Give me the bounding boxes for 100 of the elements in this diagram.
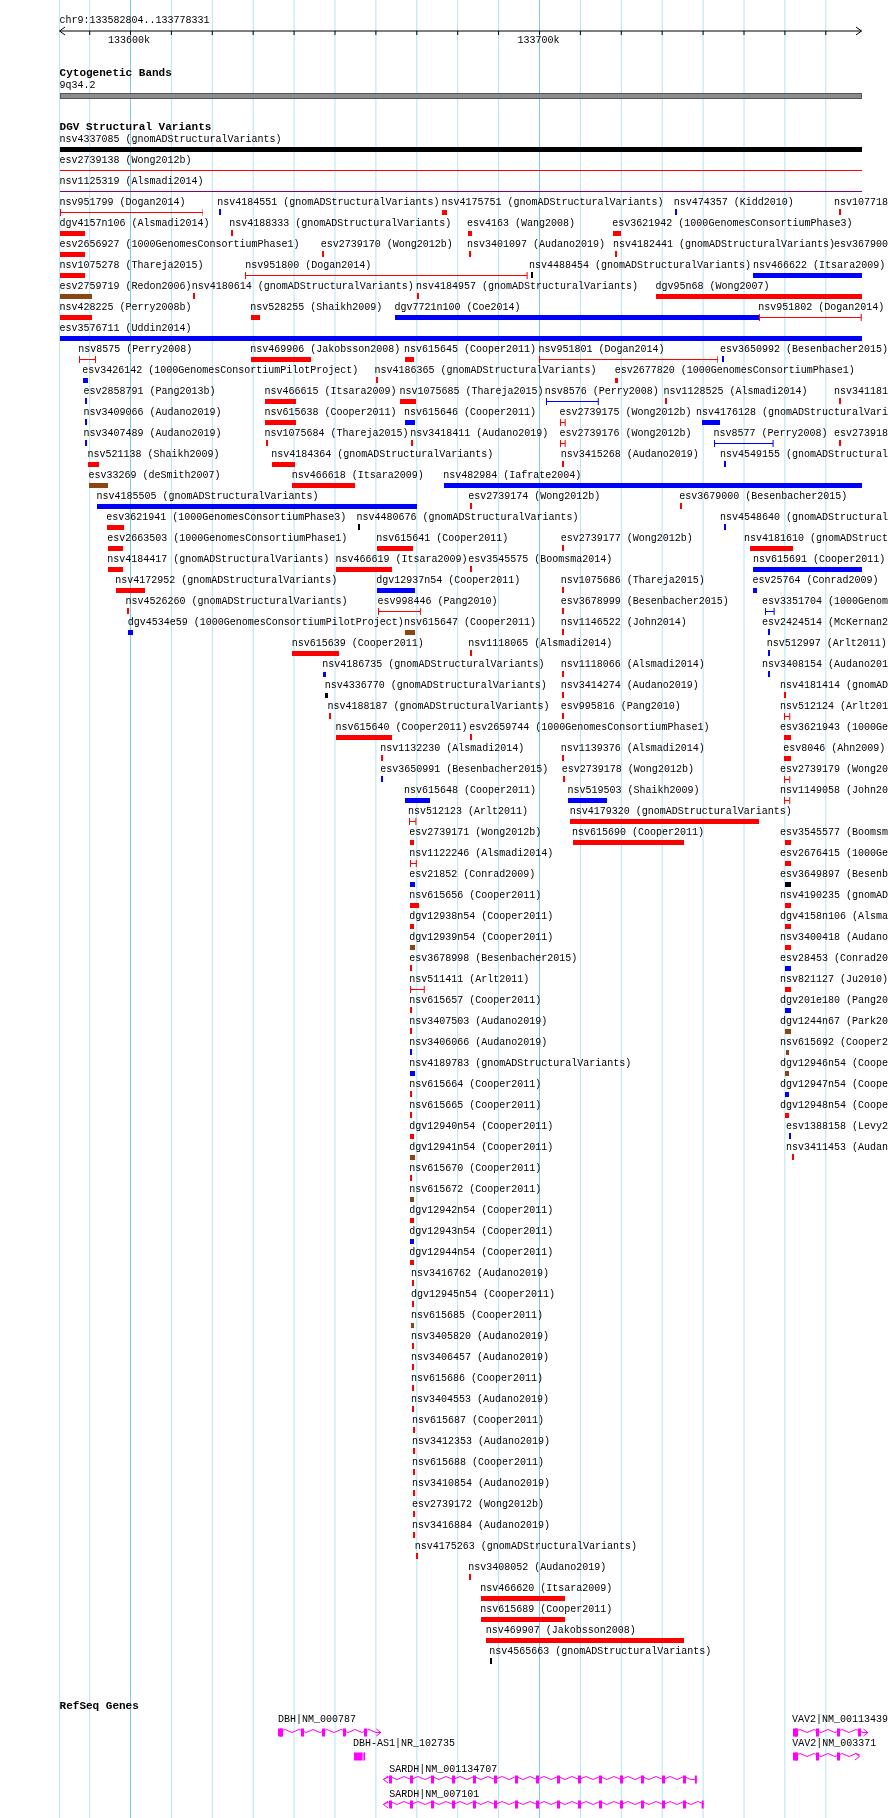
variant-label: nsv4190235 (gnomAD	[780, 889, 889, 902]
variant-label: dgv12944n54 (Cooper2011)	[409, 1246, 554, 1259]
variant-label: nsv615645 (Cooper2011)	[404, 343, 537, 356]
variant-label: esv2659744 (1000GenomesConsortiumPhase1)	[469, 721, 710, 734]
variant-label: nsv615657 (Cooper2011)	[409, 994, 542, 1007]
variant-label: esv21852 (Conrad2009)	[409, 868, 536, 881]
variant-label: esv8046 (Ahn2009)	[783, 742, 886, 755]
variant-label: nsv466615 (Itsara2009)	[264, 385, 397, 398]
variant-label: nsv466620 (Itsara2009)	[480, 1582, 613, 1595]
variant-label: dgv12945n54 (Cooper2011)	[410, 1288, 555, 1301]
variant-label: esv3621942 (1000GenomesConsortiumPhase3)	[612, 217, 853, 230]
gene-label: SARDH|NM_001134707	[389, 1764, 498, 1776]
coordinate-label: chr9:133582804..133778331	[59, 15, 210, 27]
variant-label: dgv12946n54 (Coope	[780, 1057, 889, 1070]
coordinate-label: 133700k	[517, 35, 560, 47]
variant-label: esv2739178 (Wong2012b)	[561, 763, 694, 776]
variant-label: nsv341181	[834, 385, 888, 398]
variant-label: nsv3416762 (Audano2019)	[410, 1267, 549, 1280]
variant-label: nsv1075684 (Thareja2015)	[264, 427, 409, 440]
variant-label: dgv4158n106 (Alsma	[780, 910, 889, 923]
variant-label: nsv615656 (Cooper2011)	[409, 889, 542, 902]
variant-label: esv1388158 (Levy2	[786, 1120, 889, 1133]
variant-label: nsv615638 (Cooper2011)	[264, 406, 397, 419]
variant-label: nsv615648 (Cooper2011)	[404, 784, 537, 797]
variant-label: nsv615688 (Cooper2011)	[412, 1456, 545, 1469]
variant-label: nsv107718	[834, 196, 888, 209]
variant-label: esv4163 (Wang2008)	[467, 217, 576, 230]
variant-label: nsv3404553 (Audano2019)	[410, 1393, 549, 1406]
variant-label: nsv4480676 (gnomADStructuralVariants)	[356, 511, 579, 524]
variant-label: dgv12943n54 (Cooper2011)	[409, 1225, 554, 1238]
variant-label: nsv951801 (Dogan2014)	[538, 343, 665, 356]
variant-label: esv3650991 (Besenbacher2015)	[380, 763, 549, 776]
variant-label: nsv4184957 (gnomADStructuralVariants)	[416, 280, 639, 293]
variant-label: nsv1125319 (Alsmadi2014)	[59, 175, 204, 188]
variant-label: dgv4157n106 (Alsmadi2014)	[59, 217, 210, 230]
variant-label: nsv4180614 (gnomADStructuralVariants)	[191, 280, 414, 293]
variant-label: nsv3406457 (Audano2019)	[410, 1351, 549, 1364]
variant-label: esv3679000 (Besenbacher2015)	[679, 490, 848, 503]
variant-label: esv2739171 (Wong2012b)	[409, 826, 542, 839]
variant-label: nsv3407503 (Audano2019)	[409, 1015, 548, 1028]
gene-label: VAV2|NM_003371	[792, 1738, 877, 1750]
variant-label: nsv4186735 (gnomADStructuralVariants)	[322, 658, 545, 671]
variant-label: nsv3411453 (Audan	[786, 1141, 889, 1154]
variant-label: nsv1146522 (John2014)	[560, 616, 687, 629]
variant-label: esv33269 (deSmith2007)	[88, 469, 221, 482]
variant-label: nsv3407489 (Audano2019)	[83, 427, 222, 440]
variant-label: nsv4189783 (gnomADStructuralVariants)	[409, 1057, 632, 1070]
variant-label: dgv12947n54 (Coope	[780, 1078, 889, 1091]
variant-label: nsv1075278 (Thareja2015)	[59, 259, 204, 272]
variant-label: dgv12941n54 (Cooper2011)	[409, 1141, 554, 1154]
variant-label: dgv95n68 (Wong2007)	[655, 280, 770, 293]
variant-label: nsv469907 (Jakobsson2008)	[485, 1624, 636, 1637]
variant-label: nsv512997 (Arlt2011)	[766, 637, 887, 650]
variant-label: esv3678999 (Besenbacher2015)	[560, 595, 729, 608]
variant-label: esv2676415 (1000Ge	[780, 847, 889, 860]
variant-label: nsv4179320 (gnomADStructuralVariants)	[569, 805, 792, 818]
variant-label: dgv12937n54 (Cooper2011)	[376, 574, 521, 587]
variant-label: nsv615664 (Cooper2011)	[409, 1078, 542, 1091]
variant-label: nsv4188187 (gnomADStructuralVariants)	[327, 700, 550, 713]
variant-label: nsv4337085 (gnomADStructuralVariants)	[59, 133, 282, 146]
variant-label: nsv4184364 (gnomADStructuralVariants)	[271, 448, 494, 461]
variant-label: nsv4181414 (gnomAD	[780, 679, 889, 692]
variant-label: nsv4565663 (gnomADStructuralVariants)	[489, 1645, 712, 1658]
variant-label: esv2739138 (Wong2012b)	[59, 154, 192, 167]
variant-label: nsv4175751 (gnomADStructuralVariants)	[441, 196, 664, 209]
variant-label: nsv1075686 (Thareja2015)	[560, 574, 705, 587]
variant-label: nsv3408052 (Audano2019)	[468, 1561, 607, 1574]
variant-label: nsv615685 (Cooper2011)	[410, 1309, 543, 1322]
variant-label: nsv4184551 (gnomADStructuralVariants)	[217, 196, 440, 209]
variant-label: dgv12938n54 (Cooper2011)	[409, 910, 554, 923]
variant-label: nsv951802 (Dogan2014)	[758, 301, 885, 314]
variant-label: esv2739175 (Wong2012b)	[559, 406, 692, 419]
variant-label: nsv615665 (Cooper2011)	[409, 1099, 542, 1112]
variant-label: dgv12940n54 (Cooper2011)	[409, 1120, 554, 1133]
variant-label: nsv512123 (Arlt2011)	[408, 805, 529, 818]
variant-label: esv3649897 (Besenb	[780, 868, 889, 881]
variant-label: nsv4549155 (gnomADStructural	[720, 448, 889, 461]
variant-label: esv2424514 (McKernan2	[762, 616, 889, 629]
variant-label: esv2739176 (Wong2012b)	[559, 427, 692, 440]
variant-label: nsv3410854 (Audano2019)	[412, 1477, 551, 1490]
variant-label: nsv615646 (Cooper2011)	[404, 406, 537, 419]
variant-label: dgv201e180 (Pang20	[780, 994, 889, 1007]
variant-label: nsv615639 (Cooper2011)	[291, 637, 424, 650]
variant-label: nsv1118065 (Alsmadi2014)	[468, 637, 613, 650]
variant-label: dgv12942n54 (Cooper2011)	[409, 1204, 554, 1217]
variant-label: esv3621941 (1000GenomesConsortiumPhase3)	[106, 511, 347, 524]
track-title: Cytogenetic Bands	[59, 67, 172, 79]
variant-label: esv367900	[834, 238, 888, 251]
variant-label: nsv615672 (Cooper2011)	[409, 1183, 542, 1196]
variant-label: nsv511411 (Arlt2011)	[409, 973, 530, 986]
variant-label: esv2759719 (Redon2006)	[59, 280, 192, 293]
variant-label: esv28453 (Conrad20	[780, 952, 889, 965]
variant-label: nsv519503 (Shaikh2009)	[567, 784, 700, 797]
variant-label: esv2663503 (1000GenomesConsortiumPhase1)	[107, 532, 348, 545]
variant-label: nsv1149058 (John20	[780, 784, 889, 797]
variant-label: nsv4186365 (gnomADStructuralVariants)	[374, 364, 597, 377]
variant-label: nsv1122246 (Alsmadi2014)	[409, 847, 554, 860]
variant-label: nsv3416884 (Audano2019)	[412, 1519, 551, 1532]
variant-label: nsv4176128 (gnomADStructuralVari	[696, 406, 889, 419]
variant-label: esv3576711 (Uddin2014)	[59, 322, 192, 335]
